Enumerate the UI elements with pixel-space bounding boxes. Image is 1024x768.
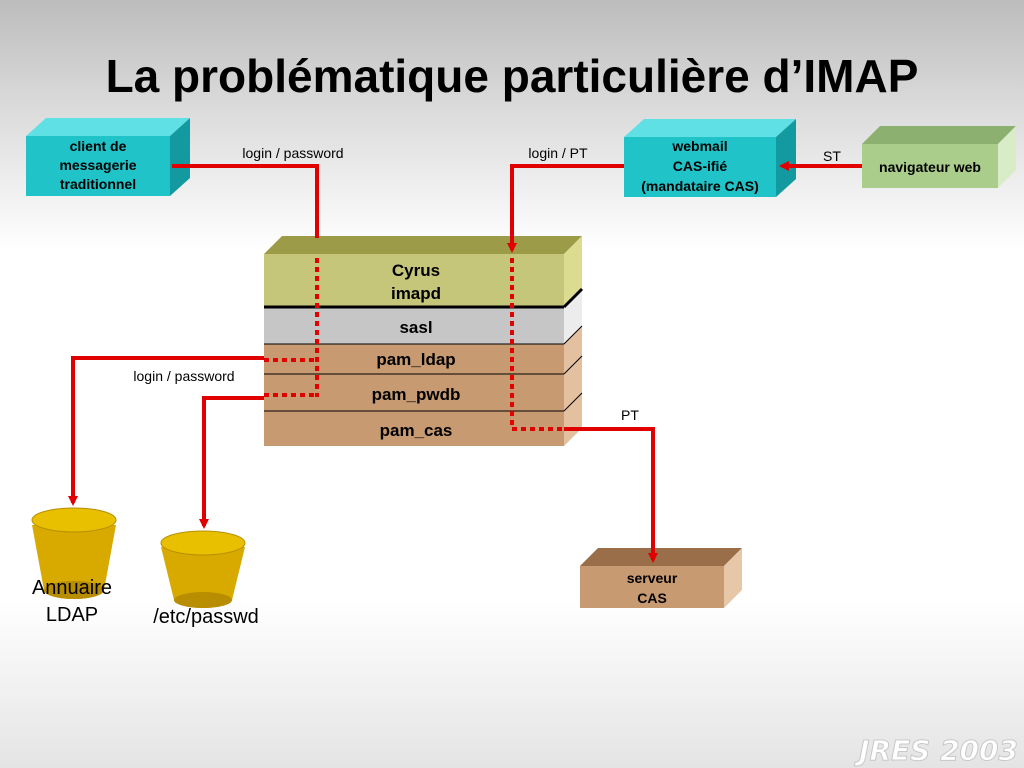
webmail-internal-path bbox=[510, 258, 562, 431]
browser-label: navigateur web bbox=[879, 159, 981, 175]
cyrus-label-2: imapd bbox=[391, 284, 441, 303]
ldap-store: Annuaire LDAP bbox=[31, 507, 117, 626]
cas-server-label-2: CAS bbox=[637, 590, 667, 606]
webmail-label-1: webmail bbox=[671, 138, 727, 154]
webmail-label-3: (mandataire CAS) bbox=[641, 178, 758, 194]
pt-label: PT bbox=[621, 407, 639, 423]
ldap-label-2: LDAP bbox=[46, 604, 98, 626]
cyrus-stack: Cyrus imapd sasl pam_ldap pam_pwdb pam_c… bbox=[264, 236, 584, 446]
pam-cas-label: pam_cas bbox=[380, 421, 453, 440]
passwd-store: /etc/passwd bbox=[153, 530, 259, 628]
passwd-label: /etc/passwd bbox=[153, 606, 259, 628]
webmail-label-2: CAS-ifié bbox=[673, 158, 728, 174]
pam-ldap-label: pam_ldap bbox=[376, 350, 455, 369]
st-label: ST bbox=[823, 148, 841, 164]
client-connector bbox=[172, 164, 319, 238]
sasl-label: sasl bbox=[399, 318, 432, 337]
client-label-2: messagerie bbox=[59, 157, 136, 173]
client-label-1: client de bbox=[70, 138, 127, 154]
ldap-connector bbox=[68, 356, 264, 506]
cas-server-label-1: serveur bbox=[627, 570, 678, 586]
ldap-login-label: login / password bbox=[133, 368, 234, 384]
pam-pwdb-label: pam_pwdb bbox=[372, 385, 461, 404]
client-label-3: traditionnel bbox=[60, 176, 136, 192]
cas-connector bbox=[564, 427, 658, 563]
watermark: JRES 2003 bbox=[854, 734, 1018, 767]
passwd-connector bbox=[199, 396, 264, 529]
ldap-label-1: Annuaire bbox=[32, 577, 112, 599]
cyrus-label-1: Cyrus bbox=[392, 261, 440, 280]
webmail-connector bbox=[507, 164, 624, 253]
client-login-label: login / password bbox=[242, 145, 343, 161]
browser-box: navigateur web bbox=[862, 126, 1016, 188]
page-title: La problématique particulière d’IMAP bbox=[106, 50, 919, 102]
cas-server-box: serveur CAS bbox=[580, 548, 742, 608]
webmail-login-label: login / PT bbox=[528, 145, 588, 161]
webmail-box: webmail CAS-ifié (mandataire CAS) bbox=[624, 119, 796, 197]
client-box: client de messagerie traditionnel bbox=[26, 118, 190, 196]
